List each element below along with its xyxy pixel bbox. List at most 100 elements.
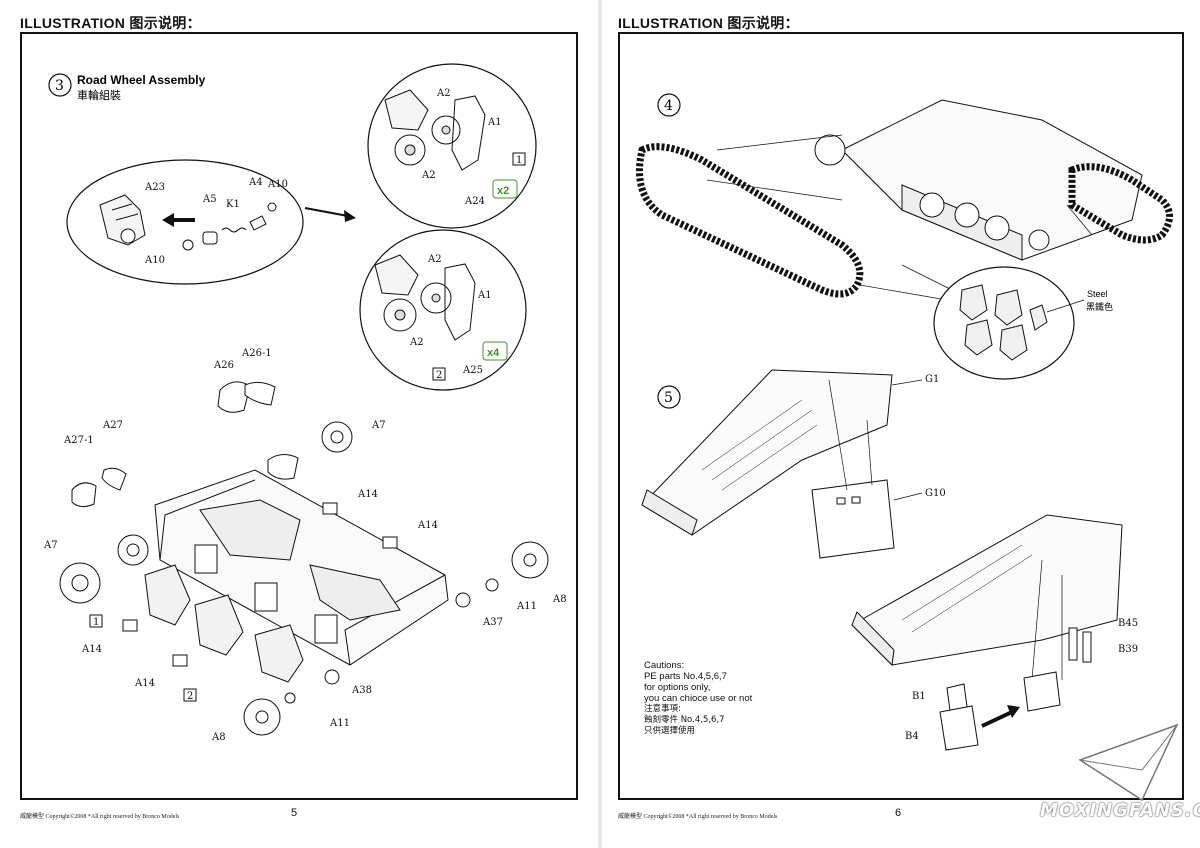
chassis-road-wheels xyxy=(814,134,1050,251)
v2-label-a2-top: A2 xyxy=(427,254,442,265)
label-a27-1: A27-1 xyxy=(63,435,94,446)
step-title-cn: 車輪組裝 xyxy=(77,88,121,102)
variant-2-qty-badge xyxy=(482,341,508,361)
variant-1-bogie xyxy=(384,89,486,171)
label-b1: B1 xyxy=(912,691,926,702)
step-4-number-circle xyxy=(657,93,681,117)
label-b45: B45 xyxy=(1118,618,1138,629)
variant-callout-2 xyxy=(183,688,197,702)
left-track xyxy=(636,143,864,298)
label-a14-3: A14 xyxy=(81,644,102,655)
page-title: ILLUSTRATION 图示说明： xyxy=(20,15,201,31)
caution-line-2: PE parts No.4,5,6,7 xyxy=(644,671,727,682)
step-number-circle xyxy=(48,73,72,97)
step-number: 3 xyxy=(55,78,64,94)
caution-line-4: you can chioce use or not xyxy=(644,693,753,704)
variant-1-box xyxy=(512,152,526,166)
footer-copyright: 威龍模型 Copyright©2008 *All right reserved … xyxy=(20,814,180,820)
label-a37: A37 xyxy=(482,617,503,628)
page-5: ILLUSTRATION 图示说明： 3 Road Wheel Assembly… xyxy=(0,0,598,848)
lower-hull xyxy=(154,469,449,666)
page-gutter xyxy=(598,0,602,848)
track-and-hull-diagram: 4 Steel 黑鐵色 5 xyxy=(636,93,1173,751)
label-a38: A38 xyxy=(351,685,372,696)
variant-1-qty-badge xyxy=(492,179,518,199)
v1-label-a2-top: A2 xyxy=(436,88,451,99)
label-a11-right: A11 xyxy=(516,601,537,612)
label-a26-1: A26-1 xyxy=(241,348,272,359)
g10-leader xyxy=(893,492,923,501)
pe-guide-lines xyxy=(1031,559,1063,681)
variant-callout-1 xyxy=(89,614,103,628)
caution-note: Cautions: PE parts No.4,5,6,7 for option… xyxy=(644,660,752,737)
variant-1-box-number: 1 xyxy=(516,155,522,166)
caution-line-3: for options only, xyxy=(644,682,711,693)
watermark-text: MOXINGFANS.COM xyxy=(1040,800,1200,821)
step-title-en: Road Wheel Assembly xyxy=(77,73,206,87)
label-a27: A27 xyxy=(102,420,123,431)
v2-label-a2-bottom: A2 xyxy=(409,337,424,348)
page-title: ILLUSTRATION 图示说明： xyxy=(618,15,799,31)
label-g10: G10 xyxy=(925,488,946,499)
step-4-number: 4 xyxy=(664,98,673,114)
label-b39: B39 xyxy=(1118,644,1138,655)
v2-label-a25: A25 xyxy=(462,365,483,376)
flow-arrow-head xyxy=(344,210,356,222)
g1-leader xyxy=(891,379,923,386)
label-a7-left: A7 xyxy=(43,540,58,551)
page-frame xyxy=(20,32,578,800)
g10-guide-lines xyxy=(828,379,873,491)
steel-leader-line xyxy=(1046,299,1085,313)
plate-g10 xyxy=(811,479,895,559)
label-a11-bottom: A11 xyxy=(329,718,350,729)
right-track xyxy=(1068,163,1173,244)
small-parts xyxy=(182,202,277,251)
assembly-arrow-head xyxy=(162,213,174,227)
label-a14-1: A14 xyxy=(357,489,378,500)
variant-2-box-number: 2 xyxy=(436,370,442,381)
label-a8-right: A8 xyxy=(552,594,567,605)
steel-label-cn: 黑鐵色 xyxy=(1086,301,1113,313)
label-a8-bottom: A8 xyxy=(211,732,226,743)
side-plate-lower xyxy=(851,514,1123,667)
fold-arrow xyxy=(981,710,1013,728)
caution-line-6: 蝕刻零件 No.4,5,6,7 xyxy=(644,715,725,725)
label-k1: K1 xyxy=(226,199,240,210)
v1-label-a24: A24 xyxy=(464,196,485,207)
small-bushings xyxy=(71,381,499,704)
page-6: ILLUSTRATION 图示说明： 4 Steel 黑鐵色 xyxy=(602,0,1200,848)
label-a7-right: A7 xyxy=(371,420,386,431)
label-a23: A23 xyxy=(144,182,165,193)
variant-callout-1-number: 1 xyxy=(93,617,99,628)
fold-arrow-head xyxy=(1007,705,1020,718)
label-a26: A26 xyxy=(213,360,234,371)
page-number: 5 xyxy=(291,807,298,819)
side-plate-g1 xyxy=(641,369,893,536)
label-g1: G1 xyxy=(925,374,939,385)
caution-line-7: 只供選擇使用 xyxy=(644,726,696,736)
v1-label-a2-bottom: A2 xyxy=(421,170,436,181)
page-number: 6 xyxy=(895,807,902,819)
label-a5: A5 xyxy=(202,194,217,205)
variant-1-qty: x2 xyxy=(497,185,509,197)
road-wheels xyxy=(59,421,549,736)
v2-label-a1: A1 xyxy=(477,290,492,301)
track-guide-lines xyxy=(706,134,1093,301)
pe-parts-b1-b4 xyxy=(939,671,1061,751)
label-a14-2: A14 xyxy=(417,520,438,531)
step-5-number: 5 xyxy=(664,390,673,406)
caution-line-1: Cautions: xyxy=(644,660,685,671)
step-5-number-circle xyxy=(657,385,681,409)
label-a4: A4 xyxy=(248,177,263,188)
steel-track-links xyxy=(959,284,1048,361)
variant-2-box xyxy=(432,367,446,381)
steel-label-en: Steel xyxy=(1087,289,1108,299)
road-wheel-assembly-diagram: 3 Road Wheel Assembly 車輪組裝 A23 A5 K1 A4 … xyxy=(43,63,567,743)
label-b4: B4 xyxy=(905,731,919,742)
v1-label-a1: A1 xyxy=(487,117,502,128)
variant-callout-2-number: 2 xyxy=(187,691,193,702)
label-a10-top: A10 xyxy=(267,179,288,190)
bogie-assemblies xyxy=(144,564,304,683)
label-a10-bottom: A10 xyxy=(144,255,165,266)
variant-2-qty: x4 xyxy=(487,347,500,359)
